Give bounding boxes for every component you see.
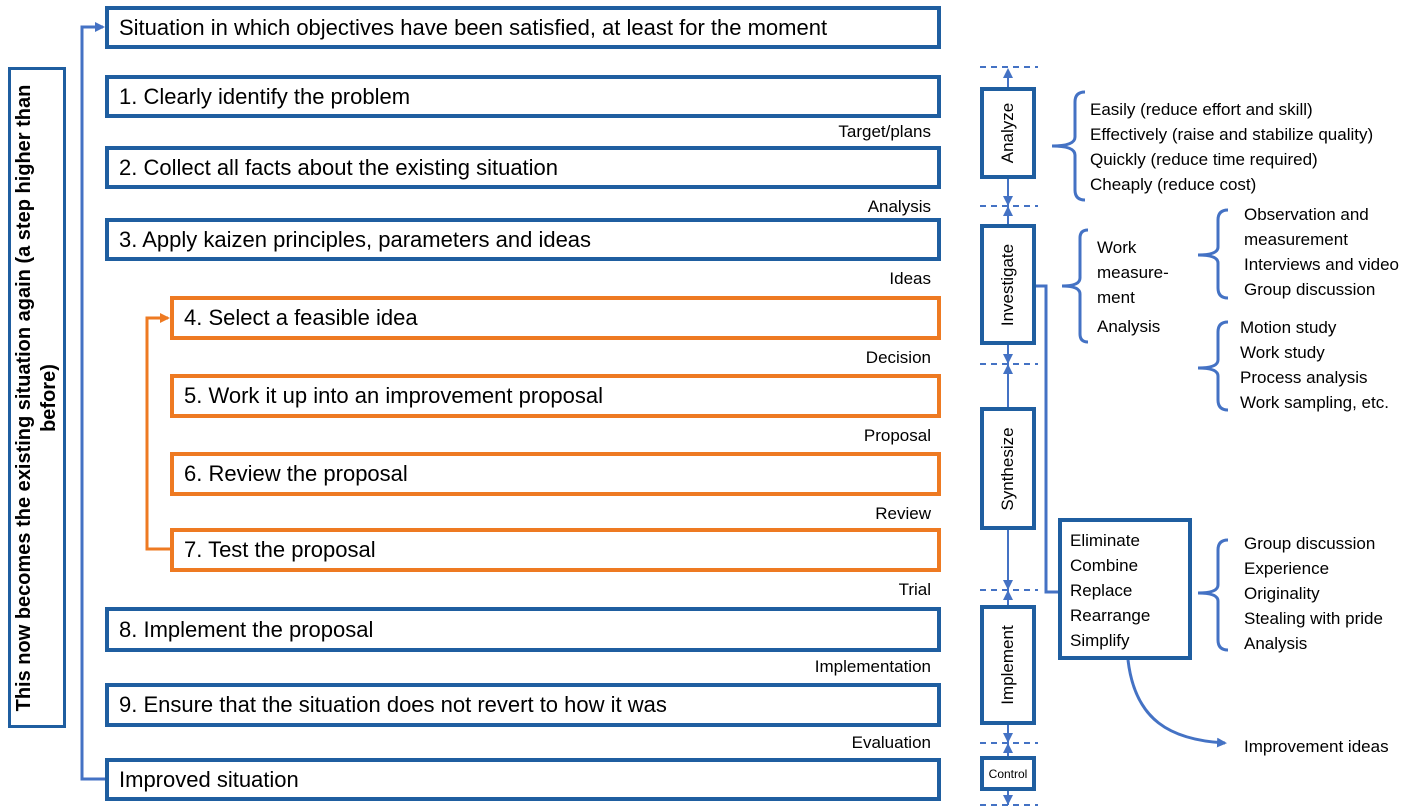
step-1-text: 1. Clearly identify the problem [119, 83, 411, 109]
step-4-text: 4. Select a feasible idea [184, 305, 418, 330]
ecrrs-method: Experience [1244, 559, 1330, 578]
phase-control-label: Control [988, 766, 1028, 781]
step-7-label: Trial [898, 580, 931, 599]
wm-item: Group discussion [1244, 280, 1376, 299]
work-measurement-line: measure- [1097, 263, 1169, 282]
ecrrs-box: Eliminate Combine Replace Rearrange Simp… [1058, 518, 1192, 660]
ecrrs-method: Originality [1244, 584, 1320, 603]
step-1-box: 1. Clearly identify the problem [105, 75, 941, 118]
phase-implement-label: Implement [998, 625, 1017, 705]
step-3-box: 3. Apply kaizen principles, parameters a… [105, 218, 941, 261]
step-9-label: Evaluation [851, 733, 931, 752]
improved-situation-box: Improved situation [105, 758, 941, 801]
ecrrs-method: Group discussion [1244, 534, 1376, 553]
analysis-list: Motion study Work study Process analysis… [1240, 315, 1389, 415]
analyze-list: Easily (reduce effort and skill) Effecti… [1090, 97, 1373, 197]
step-6-text: 6. Review the proposal [184, 461, 408, 486]
step-2-text: 2. Collect all facts about the existing … [119, 154, 559, 180]
wm-item: Observation and [1244, 205, 1369, 224]
step-6-label: Review [875, 504, 931, 523]
step-8-label: Implementation [814, 657, 931, 676]
step-3-text: 3. Apply kaizen principles, parameters a… [119, 226, 592, 252]
step-6-box: 6. Review the proposal [170, 452, 941, 496]
improved-situation-text: Improved situation [119, 766, 299, 792]
ecrrs-item: Eliminate [1070, 531, 1140, 550]
analysis-item: Motion study [1240, 318, 1337, 337]
analysis-item: Work study [1240, 343, 1325, 362]
step-7-box: 7. Test the proposal [170, 528, 941, 572]
step-3-label: Ideas [889, 269, 931, 288]
phase-synthesize: Synthesize [980, 407, 1036, 530]
side-note-box: This now becomes the existing situation … [8, 67, 66, 728]
step-7-text: 7. Test the proposal [184, 537, 376, 562]
ecrrs-list: Eliminate Combine Replace Rearrange Simp… [1070, 528, 1150, 653]
step-5-label: Proposal [863, 426, 931, 445]
step-1-label: Target/plans [838, 122, 931, 141]
step-5-text: 5. Work it up into an improvement propos… [184, 383, 604, 408]
phase-analyze: Analyze [980, 87, 1036, 179]
step-4-label: Decision [865, 348, 931, 367]
work-measurement-line: Work [1097, 238, 1137, 257]
step-9-text: 9. Ensure that the situation does not re… [119, 692, 667, 717]
wm-item: Interviews and video [1244, 255, 1399, 274]
improvement-ideas: Improvement ideas [1244, 737, 1389, 756]
step-8-text: 8. Implement the proposal [119, 616, 374, 642]
step-9-box: 9. Ensure that the situation does not re… [105, 683, 941, 727]
phase-control: Control [980, 756, 1036, 791]
phase-synthesize-label: Synthesize [998, 426, 1017, 511]
phase-analyze-label: Analyze [998, 102, 1017, 164]
step-2-label: Analysis [867, 197, 931, 216]
work-measurement-line: ment [1097, 288, 1135, 307]
ecrrs-item: Replace [1070, 581, 1133, 600]
step-8-box: 8. Implement the proposal [105, 607, 941, 652]
analysis-label: Analysis [1097, 317, 1161, 336]
ecrrs-item: Rearrange [1070, 606, 1151, 625]
analyze-item: Cheaply (reduce cost) [1090, 175, 1257, 194]
analyze-item: Easily (reduce effort and skill) [1090, 100, 1313, 119]
phase-investigate-label: Investigate [998, 243, 1017, 326]
analyze-item: Effectively (raise and stabilize quality… [1090, 125, 1374, 144]
ecrrs-method: Analysis [1244, 634, 1308, 653]
work-measurement: Work measure- ment [1097, 235, 1169, 310]
objective-box: Situation in which objectives have been … [105, 6, 941, 49]
objective-text: Situation in which objectives have been … [119, 14, 828, 40]
step-4-box: 4. Select a feasible idea [170, 296, 941, 340]
ecrrs-item: Combine [1070, 556, 1139, 575]
ecrrs-methods-list: Group discussion Experience Originality … [1244, 531, 1383, 656]
step-2-box: 2. Collect all facts about the existing … [105, 146, 941, 189]
ecrrs-item: Simplify [1070, 631, 1130, 650]
phase-investigate: Investigate [980, 224, 1036, 345]
step-5-box: 5. Work it up into an improvement propos… [170, 374, 941, 418]
wm-item: measurement [1244, 230, 1348, 249]
ecrrs-method: Stealing with pride [1244, 609, 1383, 628]
analysis-item: Work sampling, etc. [1240, 393, 1389, 412]
phase-implement: Implement [980, 605, 1036, 725]
analysis-item: Process analysis [1240, 368, 1368, 387]
analyze-item: Quickly (reduce time required) [1090, 150, 1318, 169]
work-measurement-list: Observation and measurement Interviews a… [1244, 202, 1399, 302]
side-note-text: This now becomes the existing situation … [13, 84, 60, 711]
